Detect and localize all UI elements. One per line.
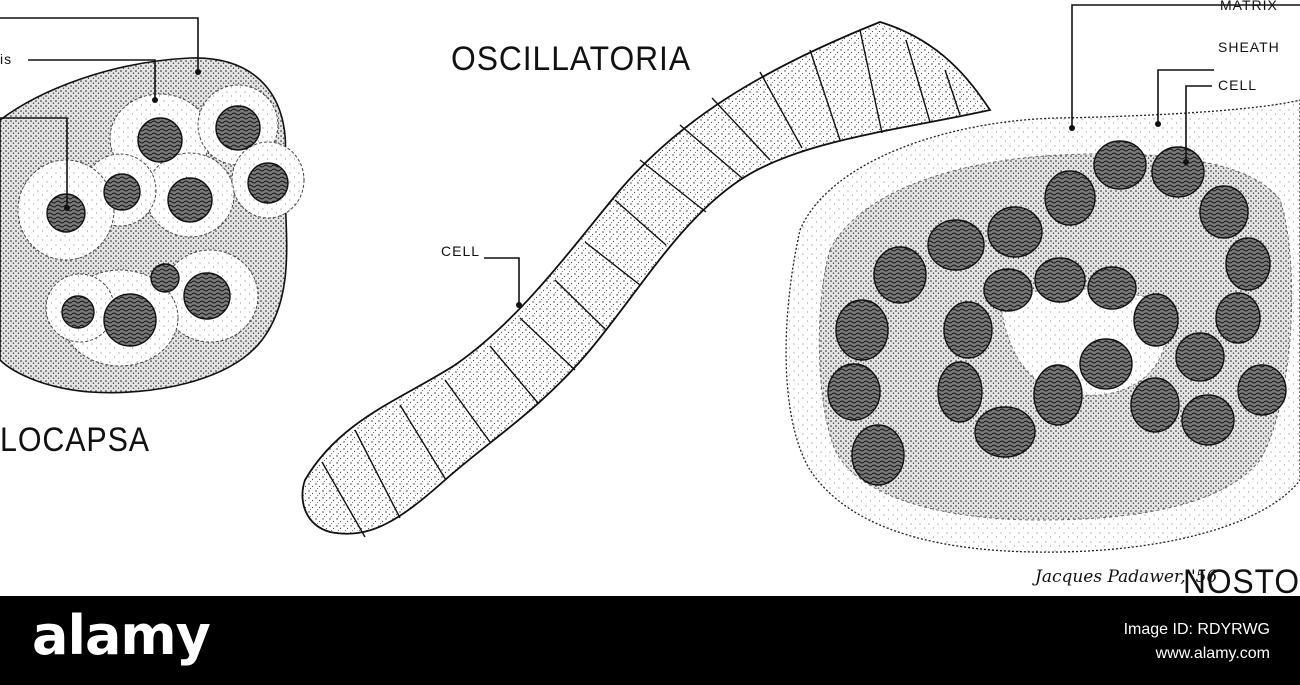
oscillatoria-title: OSCILLATORIA [451, 40, 691, 78]
nostoc-colony [785, 4, 1300, 553]
cyanobacteria-illustration: is LOCAPSA OSCILLATORIA CELL [0, 0, 1300, 596]
oscillatoria-cell-label: CELL [441, 243, 480, 259]
gloeocapsa-colony [0, 17, 305, 394]
oscillatoria-filament [301, 21, 992, 538]
nostoc-matrix-label: MATRIX [1220, 0, 1278, 13]
image-id: Image ID: RDYRWG [1123, 621, 1270, 638]
watermark-meta: Image ID: RDYRWG www.alamy.com [1124, 618, 1270, 666]
artist-signature: Jacques Padawer, '56 [1032, 567, 1217, 587]
gloeocapsa-title: LOCAPSA [0, 421, 150, 459]
watermark-banner: alamy Image ID: RDYRWG www.alamy.com [0, 596, 1300, 685]
nostoc-title: NOSTO [1183, 563, 1300, 596]
nostoc-cell-label: CELL [1218, 77, 1257, 93]
site-url: www.alamy.com [1155, 645, 1270, 662]
nostoc-sheath-label: SHEATH [1218, 39, 1280, 55]
brand-logo: alamy [32, 604, 211, 667]
gloeocapsa-partial-label: is [0, 51, 12, 67]
